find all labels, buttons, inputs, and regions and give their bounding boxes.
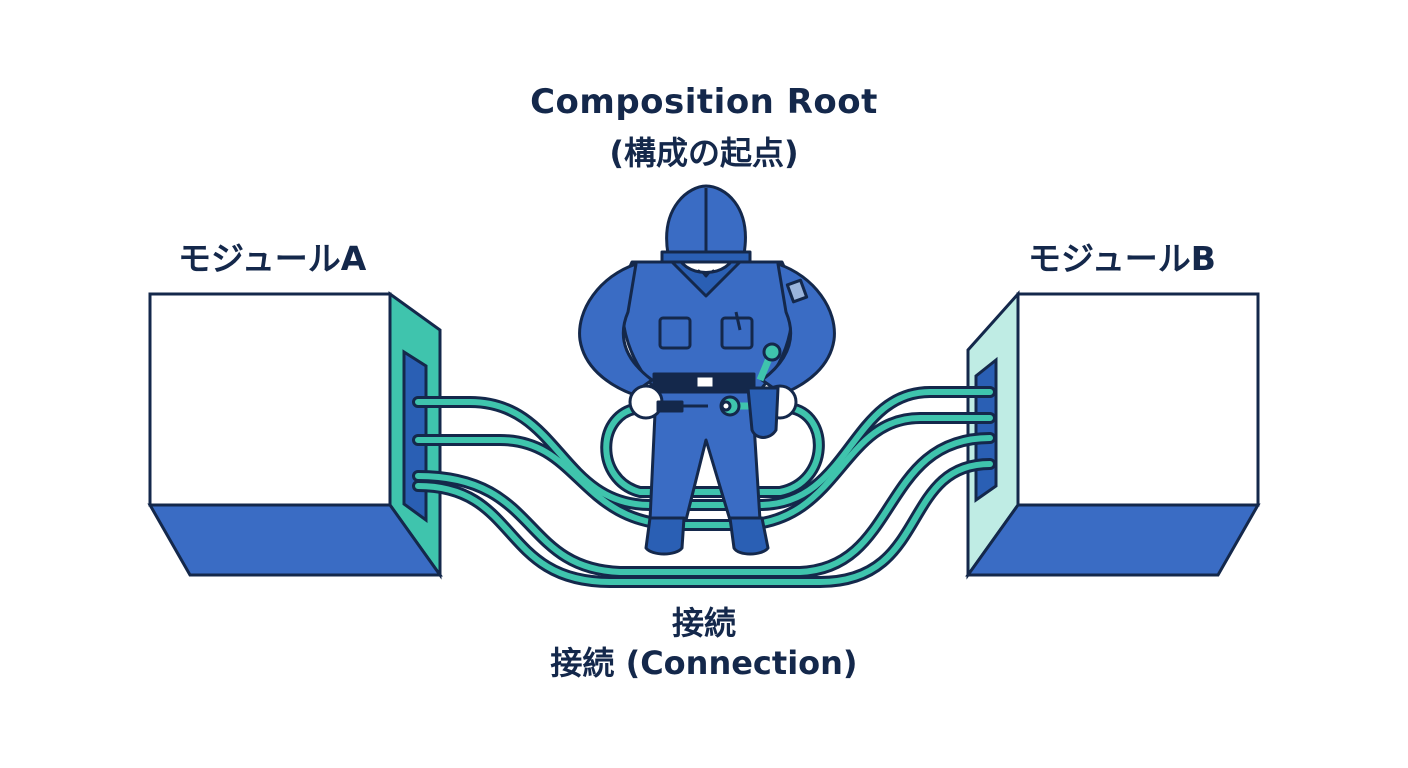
module-a-face — [148, 292, 392, 507]
composition-root-subtitle: (構成の起点) — [609, 134, 799, 172]
connection-label-english: 接続 (Connection) — [550, 644, 858, 682]
worker-figure-icon — [578, 184, 836, 556]
worker-right-arm — [760, 262, 836, 396]
module-b-box — [965, 290, 1261, 580]
worker-left-arm — [578, 262, 654, 396]
worker-left-pocket — [658, 316, 692, 350]
worker-belt-buckle — [694, 374, 716, 390]
connection-cables — [412, 386, 996, 588]
module-b-base — [965, 503, 1261, 577]
belt-wrench-icon — [756, 342, 782, 382]
worker-right-boot — [728, 516, 770, 556]
composition-root-title: Composition Root — [530, 82, 878, 122]
worker-tool-pouch — [746, 386, 780, 439]
module-b-face — [1016, 292, 1260, 507]
module-a-base — [147, 503, 443, 577]
module-a-box — [147, 291, 443, 580]
worker-left-boot — [644, 516, 686, 556]
module-b-label: モジュールB — [1028, 239, 1216, 278]
module-a-label: モジュールA — [178, 239, 367, 278]
worker-shoulder-patch — [785, 278, 809, 304]
connection-label: 接続 — [671, 604, 736, 642]
module-b-port — [974, 356, 998, 503]
screwdriver-icon — [656, 400, 708, 413]
